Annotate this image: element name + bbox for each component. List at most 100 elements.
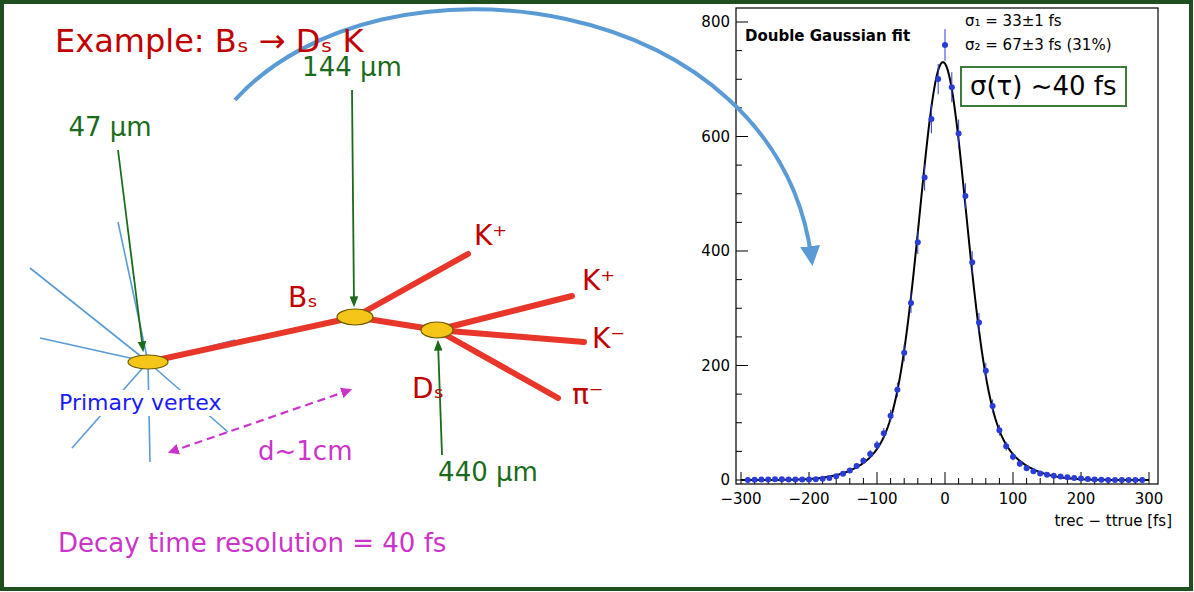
axis-tick-label: 200 (701, 357, 730, 375)
data-point (1098, 477, 1104, 483)
particle-label: π⁻ (572, 378, 604, 412)
data-point (847, 467, 853, 473)
axis-tick (1053, 478, 1054, 484)
data-point (792, 476, 798, 482)
vertex-label: Primary vertex (56, 390, 224, 416)
axis-tick (736, 394, 742, 395)
data-point (1132, 477, 1138, 483)
kaon-track (437, 296, 572, 330)
data-point (1003, 443, 1009, 449)
distance-label: d~1cm (258, 436, 352, 467)
data-point (1030, 468, 1036, 474)
data-point (901, 350, 907, 356)
axis-tick-label: −100 (856, 490, 897, 508)
data-point (1017, 461, 1023, 467)
data-point (949, 84, 955, 90)
leader-arrow (352, 90, 354, 305)
data-point (956, 131, 962, 137)
track (118, 222, 148, 362)
fit-parameter: σ₁ = 33±1 fs (965, 12, 1062, 30)
data-point (860, 458, 866, 464)
data-point (752, 477, 758, 483)
axis-tick-label: 600 (701, 128, 730, 146)
axis-tick-label: 100 (999, 490, 1028, 508)
axis-tick (863, 478, 864, 484)
axis-tick-label: −200 (788, 490, 829, 508)
axis-tick-label: 0 (940, 490, 950, 508)
axis-tick (736, 308, 742, 309)
pv-tracks (30, 222, 235, 462)
data-point (806, 477, 812, 483)
data-point (942, 42, 948, 48)
plot-legend: Double Gaussian fit (745, 27, 910, 45)
axis-tick (736, 165, 742, 166)
data-point (1037, 470, 1043, 476)
fit-curve (741, 62, 1149, 480)
axis-tick-label: −300 (720, 490, 761, 508)
resolution-label: 440 μm (438, 457, 538, 488)
data-point (1139, 477, 1145, 483)
data-point (1092, 476, 1098, 482)
data-point (888, 413, 894, 419)
data-point (1126, 477, 1132, 483)
axis-tick-label: 300 (1135, 490, 1164, 508)
data-point (867, 451, 873, 457)
data-point (990, 403, 996, 409)
data-point (826, 475, 832, 481)
axis-title: trec − ttrue [fs] (1054, 512, 1172, 530)
data-point (772, 476, 778, 482)
particle-label: Bₛ (288, 281, 318, 315)
axis-tick (999, 478, 1000, 484)
particle-label: K⁺ (474, 219, 507, 253)
data-point (779, 476, 785, 482)
axis-tick (890, 478, 891, 484)
note: Decay time resolution = 40 fs (58, 528, 446, 559)
axis-tick (736, 50, 742, 51)
data-point (840, 471, 846, 477)
data-point (1112, 477, 1118, 483)
data-point (969, 259, 975, 265)
particle-label: K⁺ (582, 264, 615, 298)
data-point (833, 473, 839, 479)
axis-tick (736, 193, 742, 194)
data-point (758, 477, 764, 483)
axis-tick (931, 478, 932, 484)
axis-tick (985, 478, 986, 484)
data-point (1044, 472, 1050, 478)
axis-tick (958, 478, 959, 484)
data-point (874, 442, 880, 448)
data-point (1058, 474, 1064, 480)
axis-tick (972, 478, 973, 484)
data-point (745, 477, 751, 483)
vertex (337, 309, 373, 325)
data-point (894, 387, 900, 393)
data-point (1085, 476, 1091, 482)
data-point (1051, 473, 1057, 479)
result-text: σ(τ) ~40 fs (970, 71, 1117, 102)
axis-tick (1026, 478, 1027, 484)
axis-tick (917, 478, 918, 484)
data-point (820, 476, 826, 482)
fit-parameter: σ₂ = 67±3 fs (31%) (965, 36, 1112, 54)
axis-tick-label: 800 (701, 13, 730, 31)
data-point (928, 116, 934, 122)
plot (736, 22, 1149, 484)
axis-tick (904, 478, 905, 484)
axis-tick (736, 136, 748, 137)
data-point (935, 76, 941, 82)
result-box: σ(τ) ~40 fs (960, 66, 1127, 107)
data-point (915, 239, 921, 245)
axis-tick (849, 478, 850, 484)
kaon-track (355, 254, 468, 317)
vertex (128, 355, 168, 369)
data-point (799, 477, 805, 483)
data-point (813, 476, 819, 482)
data-point (1024, 465, 1030, 471)
axis-tick (736, 422, 742, 423)
data-point (1119, 477, 1125, 483)
axis-tick (736, 222, 742, 223)
data-point (996, 427, 1002, 433)
